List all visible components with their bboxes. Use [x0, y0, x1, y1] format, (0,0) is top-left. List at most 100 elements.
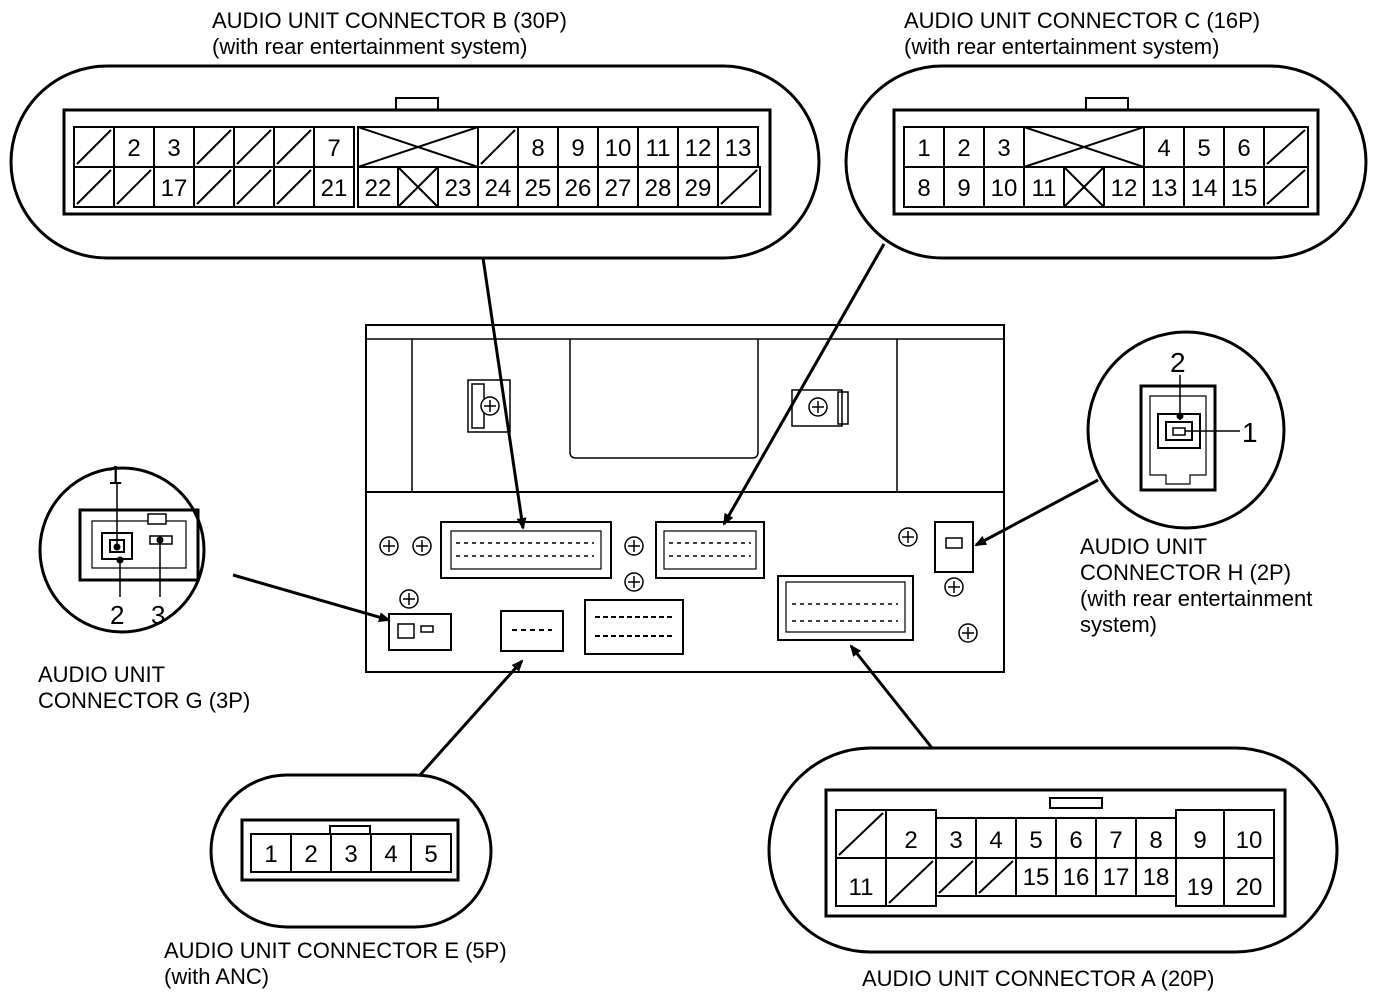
- callout-e: [209, 773, 493, 929]
- pin-number: 20: [1236, 874, 1263, 901]
- pin-number: 26: [565, 175, 592, 202]
- unused-pin-mark: [720, 169, 758, 205]
- pin-number: 2: [127, 135, 140, 162]
- pin-number: 9: [571, 135, 584, 162]
- pin-number: 2: [957, 135, 970, 162]
- connector-g-pin-labels: 1 2 3: [108, 460, 165, 630]
- unused-pin-mark: [236, 169, 272, 205]
- unused-pin-mark: [236, 129, 272, 165]
- pin-number: 13: [725, 135, 752, 162]
- callout-g: [38, 466, 206, 634]
- socket-g: [388, 613, 452, 651]
- pin-cell: [1263, 166, 1309, 208]
- pin-number: 10: [991, 175, 1018, 202]
- pin-number: 8: [531, 135, 544, 162]
- pin-number: 3: [997, 135, 1010, 162]
- unused-pin-mark: [76, 129, 112, 165]
- unused-pin-mark: [1266, 169, 1306, 205]
- pin-label: 1: [108, 460, 122, 490]
- connector-g-face: [78, 484, 200, 597]
- pin-number: 15: [1023, 864, 1050, 891]
- pin-label: 3: [151, 600, 165, 630]
- pin-number: 5: [1197, 135, 1210, 162]
- blocked-cavity-mark: [397, 166, 439, 208]
- pin-number: 3: [344, 841, 357, 868]
- pin-number: 24: [485, 175, 512, 202]
- socket-e: [500, 610, 564, 652]
- leader-arrows: [232, 243, 1099, 777]
- connector-e-note: (with ANC): [164, 964, 270, 989]
- connector-h-title-line2: CONNECTOR H (2P): [1080, 560, 1292, 585]
- blocked-cavity-mark: [357, 126, 479, 168]
- pin-number: 23: [445, 175, 472, 202]
- pin-number: 21: [321, 175, 348, 202]
- pin-number: 15: [1231, 175, 1258, 202]
- pin-number: 3: [949, 827, 962, 854]
- unused-pin-mark: [838, 812, 884, 856]
- pin-number: 25: [525, 175, 552, 202]
- callout-c: [844, 64, 1368, 260]
- pin-number: 7: [327, 135, 340, 162]
- unused-pin-mark: [978, 860, 1014, 894]
- pin-number: 11: [1032, 175, 1057, 202]
- pin-cell: [410, 833, 452, 873]
- pin-number: 9: [1193, 827, 1206, 854]
- pin-number: 14: [1191, 175, 1218, 202]
- screw-icon: [379, 396, 978, 643]
- unused-pin-mark: [888, 860, 934, 904]
- pin-number: 17: [161, 175, 188, 202]
- pin-number: 18: [1143, 864, 1170, 891]
- connector-h-title-line4: system): [1080, 612, 1157, 637]
- callout-a: [767, 746, 1339, 954]
- connector-h-title-line3: (with rear entertainment: [1080, 586, 1313, 611]
- unused-pin-mark: [196, 169, 232, 205]
- pin-number: 13: [1151, 175, 1178, 202]
- pin-number: 17: [1103, 864, 1130, 891]
- callout-outlines: [9, 64, 1368, 954]
- connector-b-title: AUDIO UNIT CONNECTOR B (30P): [212, 8, 567, 33]
- pin-number: 12: [685, 135, 712, 162]
- pin-number: 6: [1069, 827, 1082, 854]
- pin-number: 29: [685, 175, 712, 202]
- unit-connector-sockets: [388, 521, 974, 655]
- pin-number: 19: [1187, 874, 1214, 901]
- callout-h: [1086, 330, 1286, 530]
- pin-number: 7: [1109, 827, 1122, 854]
- pin-number: 5: [1029, 827, 1042, 854]
- pin-number: 12: [1111, 175, 1138, 202]
- pin-label: 2: [1170, 347, 1186, 378]
- unused-pin-mark: [116, 169, 152, 205]
- pin-number: 1: [264, 841, 277, 868]
- pin-number: 4: [1157, 135, 1170, 162]
- connector-a-title: AUDIO UNIT CONNECTOR A (20P): [862, 966, 1215, 991]
- callout-b: [9, 64, 821, 260]
- socket-a: [777, 575, 914, 641]
- connector-h-pin-labels: 2 1: [1170, 347, 1258, 448]
- unused-pin-mark: [480, 129, 516, 165]
- pin-number: 16: [1063, 864, 1090, 891]
- unused-pin-mark: [276, 129, 312, 165]
- pin-number: 2: [904, 827, 917, 854]
- connector-g-title-line1: AUDIO UNIT: [38, 662, 166, 687]
- connector-e-title: AUDIO UNIT CONNECTOR E (5P): [164, 938, 507, 963]
- blocked-cavity-mark: [1023, 126, 1145, 168]
- pin-number: 2: [304, 841, 317, 868]
- pin-cell: [313, 166, 355, 208]
- unused-pin-mark: [76, 169, 112, 205]
- pin-label: 2: [110, 600, 124, 630]
- pin-number: 28: [645, 175, 672, 202]
- pin-number: 5: [424, 841, 437, 868]
- connector-h-title-line1: AUDIO UNIT: [1080, 534, 1208, 559]
- socket-c: [655, 521, 765, 579]
- pin-number: 11: [646, 135, 671, 162]
- pin-number: 10: [1236, 827, 1263, 854]
- pin-number: 6: [1237, 135, 1250, 162]
- blocked-cavity-mark: [1063, 166, 1105, 208]
- pin-number: 22: [365, 175, 392, 202]
- socket-h: [934, 521, 974, 573]
- socket-misc: [584, 599, 684, 655]
- pin-number: 8: [917, 175, 930, 202]
